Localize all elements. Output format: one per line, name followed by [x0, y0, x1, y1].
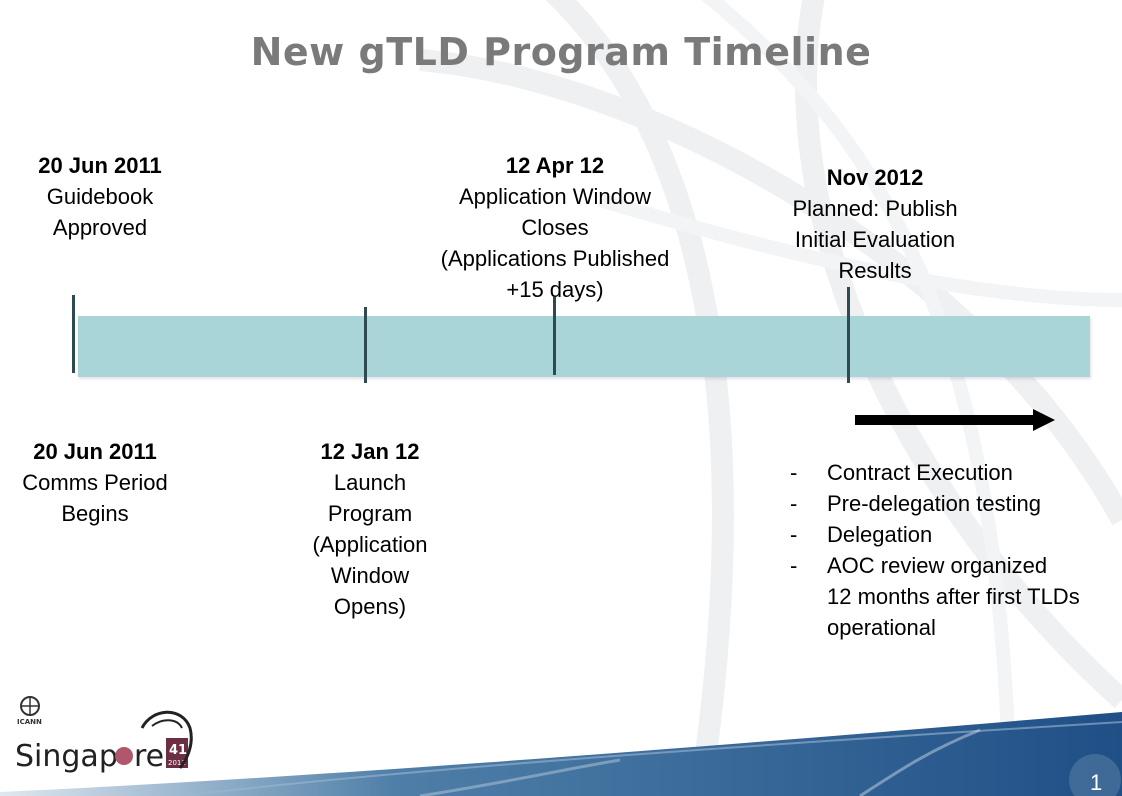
event-comms-period-begins: 20 Jun 2011 Comms Period Begins — [0, 436, 190, 529]
slide-title: New gTLD Program Timeline — [250, 30, 872, 74]
event-guidebook-approved: 20 Jun 2011 Guidebook Approved — [10, 150, 190, 243]
event-date: Nov 2012 — [826, 165, 924, 190]
event-application-window-closes: 12 Apr 12 Application Window Closes (App… — [405, 150, 705, 305]
svg-text:Singap: Singap — [15, 739, 118, 774]
svg-text:re: re — [134, 739, 164, 774]
page-number: 1 — [1090, 770, 1103, 795]
list-item-text: Delegation — [827, 522, 933, 547]
list-item: - Pre-delegation testing — [790, 488, 1120, 519]
dash-bullet: - — [790, 522, 798, 547]
event-text: Closes — [521, 215, 589, 240]
dash-bullet: - — [790, 491, 798, 516]
list-item: - AOC review organized 12 months after f… — [790, 550, 1120, 643]
dash-bullet: - — [790, 553, 798, 578]
timeline-tick — [364, 307, 367, 383]
list-item-text: 12 months after first TLDs — [827, 584, 1080, 609]
timeline-tick — [847, 287, 850, 383]
event-publish-initial-evaluation: Nov 2012 Planned: Publish Initial Evalua… — [755, 162, 995, 286]
svg-text:ICANN: ICANN — [17, 718, 42, 726]
right-arrow-icon — [855, 409, 1055, 431]
event-text: Begins — [61, 501, 129, 526]
event-date: 12 Apr 12 — [505, 153, 605, 178]
dash-bullet: - — [790, 460, 798, 485]
event-text: Opens) — [333, 594, 407, 619]
event-date: 12 Jan 12 — [320, 439, 420, 464]
event-text: Window — [330, 563, 410, 588]
icann-singapore-logo: ICANN Singap re 41 2011 — [15, 696, 193, 774]
event-text: Launch — [333, 470, 407, 495]
event-text: Approved — [52, 215, 148, 240]
timeline-tick — [553, 297, 556, 375]
list-item: - Contract Execution — [790, 457, 1120, 488]
event-text: Planned: Publish — [792, 196, 958, 221]
event-text: Comms Period — [22, 470, 168, 495]
svg-text:41: 41 — [169, 743, 187, 758]
event-text: (Application — [312, 532, 428, 557]
list-item-text: operational — [827, 615, 936, 640]
event-text: (Applications Published — [440, 246, 670, 271]
event-text: Application Window — [459, 184, 651, 209]
event-text: Guidebook — [46, 184, 154, 209]
event-date: 20 Jun 2011 — [33, 439, 157, 464]
event-text: Program — [327, 501, 413, 526]
list-item-text: Contract Execution — [827, 460, 1013, 485]
footer-band — [0, 712, 1122, 796]
timeline-tick — [72, 295, 75, 373]
next-steps-list: - Contract Execution - Pre-delegation te… — [790, 457, 1120, 643]
list-item-text: Pre-delegation testing — [827, 491, 1042, 516]
svg-text:2011: 2011 — [168, 759, 186, 767]
list-item: - Delegation — [790, 519, 1120, 550]
timeline-bar — [78, 316, 1090, 377]
event-text: Results — [838, 258, 912, 283]
list-item-text: AOC review organized — [827, 553, 1048, 578]
event-launch-program: 12 Jan 12 Launch Program (Application Wi… — [280, 436, 460, 622]
event-text: Initial Evaluation — [794, 227, 956, 252]
event-date: 20 Jun 2011 — [38, 153, 162, 178]
